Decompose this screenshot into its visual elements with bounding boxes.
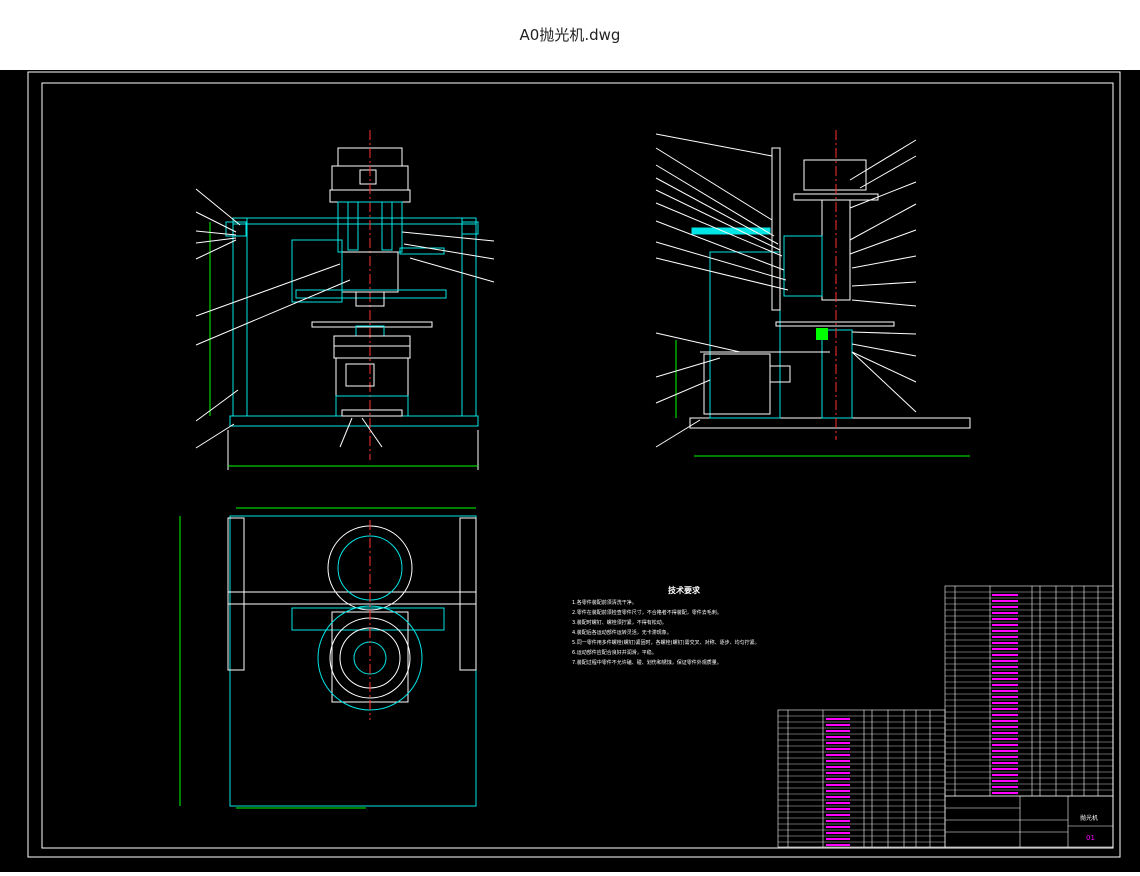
- table-cell-mark: [826, 796, 850, 798]
- table-cell-mark: [992, 666, 1018, 668]
- table-cell-mark: [826, 718, 850, 720]
- table-cell-mark: [992, 702, 1018, 704]
- cad-drawing: 技术要求 1.各零件装配前须清洗干净。 2.零件在装配前须检查零件尺寸，不合格者…: [27, 71, 1121, 858]
- table-cell-mark: [826, 748, 850, 750]
- tech-note: 1.各零件装配前须清洗干净。: [572, 599, 637, 606]
- table-cell-mark: [992, 630, 1018, 632]
- table-cell-mark: [992, 750, 1018, 752]
- table-cell-mark: [826, 742, 850, 744]
- tech-note: 5.同一零件用多件螺栓(螺钉)紧固时，各螺栓(螺钉)需交叉、对称、逐步、均匀拧紧…: [572, 639, 760, 646]
- tech-note: 2.零件在装配前须检查零件尺寸，不合格者不得装配，零件去毛刺。: [572, 609, 722, 616]
- table-cell-mark: [992, 774, 1018, 776]
- top-view: [179, 507, 477, 809]
- table-cell-mark: [826, 820, 850, 822]
- tech-note: 4.装配后各运动部件运转灵活，无卡滞现象。: [572, 629, 672, 636]
- table-cell-mark: [826, 754, 850, 756]
- table-cell-mark: [992, 780, 1018, 782]
- table-cell-mark: [992, 726, 1018, 728]
- table-cell-mark: [992, 786, 1018, 788]
- table-cell-mark: [992, 792, 1018, 794]
- table-cell-mark: [992, 648, 1018, 650]
- table-cell-mark: [992, 654, 1018, 656]
- table-cell-mark: [992, 708, 1018, 710]
- table-cell-mark: [992, 744, 1018, 746]
- table-cell-mark: [992, 696, 1018, 698]
- table-cell-mark: [992, 756, 1018, 758]
- table-cell-mark: [992, 600, 1018, 602]
- parts-list-rows: [778, 591, 1113, 846]
- technical-requirements: 技术要求 1.各零件装配前须清洗干净。 2.零件在装配前须检查零件尺寸，不合格者…: [572, 585, 760, 666]
- machine-name: 抛光机: [1080, 814, 1098, 822]
- table-cell-mark: [826, 814, 850, 816]
- table-cell-mark: [992, 714, 1018, 716]
- outer-frame: [27, 71, 1121, 858]
- table-cell-mark: [992, 732, 1018, 734]
- table-cell-mark: [826, 808, 850, 810]
- table-cell-mark: [992, 678, 1018, 680]
- side-view: [655, 130, 971, 457]
- tech-note: 7.装配过程中零件不允许磕、碰、划伤和锈蚀，保证零件外观质量。: [572, 659, 722, 666]
- parts-list: [777, 585, 1114, 848]
- title-bar: A0抛光机.dwg: [0, 0, 1140, 70]
- tech-note: 3.装配时螺钉、螺栓须拧紧，不得有松动。: [572, 619, 667, 626]
- table-cell-mark: [992, 636, 1018, 638]
- table-cell-mark: [992, 612, 1018, 614]
- drawing-number: 01: [1086, 834, 1095, 842]
- tech-requirements-title: 技术要求: [668, 585, 701, 595]
- table-cell-mark: [826, 784, 850, 786]
- table-cell-mark: [992, 768, 1018, 770]
- document-title: A0抛光机.dwg: [519, 26, 621, 44]
- table-cell-mark: [992, 672, 1018, 674]
- table-cell-mark: [826, 802, 850, 804]
- table-cell-mark: [992, 594, 1018, 596]
- front-view: [195, 130, 495, 470]
- table-cell-mark: [826, 730, 850, 732]
- table-cell-mark: [992, 738, 1018, 740]
- table-cell-mark: [826, 778, 850, 780]
- table-cell-mark: [826, 760, 850, 762]
- cad-canvas[interactable]: 技术要求 1.各零件装配前须清洗干净。 2.零件在装配前须检查零件尺寸，不合格者…: [0, 70, 1140, 872]
- table-cell-mark: [992, 684, 1018, 686]
- table-cell-mark: [992, 660, 1018, 662]
- table-cell-mark: [992, 720, 1018, 722]
- table-cell-mark: [992, 762, 1018, 764]
- table-cell-mark: [992, 690, 1018, 692]
- table-cell-mark: [826, 724, 850, 726]
- table-cell-mark: [826, 766, 850, 768]
- table-cell-mark: [826, 838, 850, 840]
- table-cell-mark: [826, 772, 850, 774]
- table-cell-mark: [992, 606, 1018, 608]
- table-cell-mark: [826, 790, 850, 792]
- table-cell-mark: [826, 826, 850, 828]
- table-cell-mark: [826, 832, 850, 834]
- table-cell-mark: [992, 642, 1018, 644]
- table-cell-mark: [992, 624, 1018, 626]
- tech-note: 6.运动部件应配合良好并润滑，平稳。: [572, 649, 657, 656]
- inner-frame: [41, 82, 1114, 849]
- table-cell-mark: [826, 736, 850, 738]
- table-cell-mark: [992, 618, 1018, 620]
- table-cell-mark: [826, 844, 850, 846]
